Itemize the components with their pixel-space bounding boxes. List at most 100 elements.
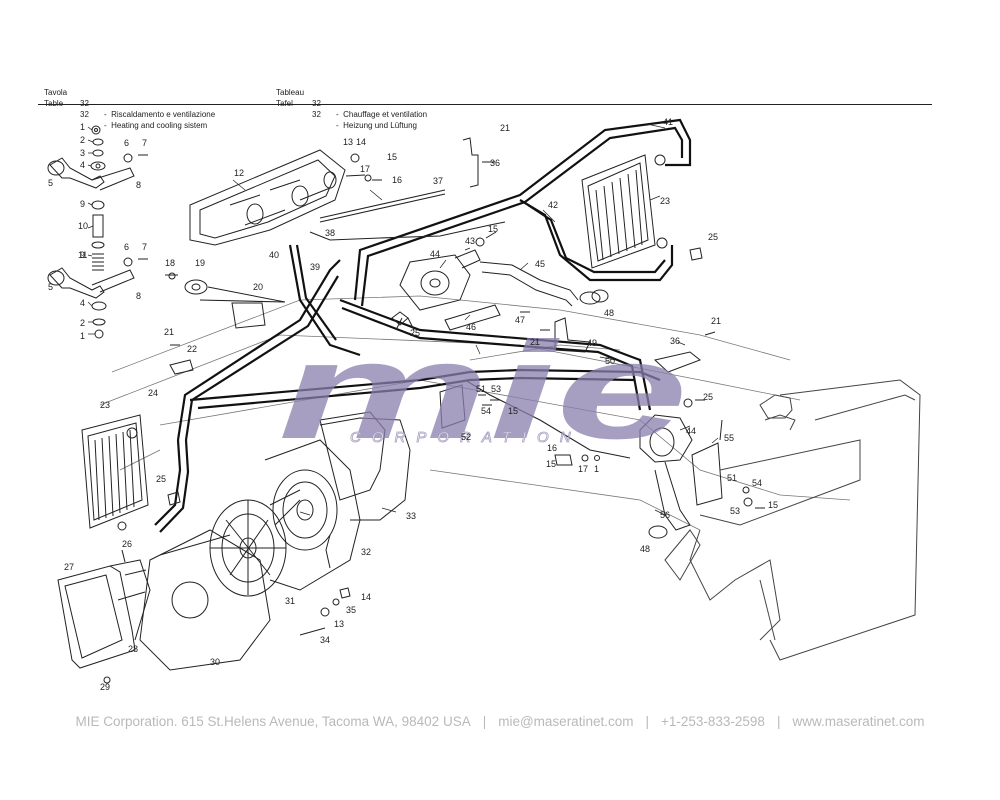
part-number-label: 20 [253,282,263,292]
header-num: 32 [80,110,89,119]
header-title: - Riscaldamento e ventilazione [104,110,216,119]
part-number-label: 26 [122,539,132,549]
part-number-label: 23 [100,400,110,410]
part-number-label: 5 [48,178,53,188]
header-num: 32 [312,110,321,119]
fasteners [299,587,351,636]
blower-cable [325,534,331,569]
watermark: mie CORPORATION [278,314,688,468]
part-number-label: 32 [361,547,371,557]
part-number-label: 47 [515,315,525,325]
header-num: 32 [312,98,321,109]
part-number-label: 14 [361,592,371,602]
part-number-label: 48 [604,308,614,318]
part-number-label: 25 [708,232,718,242]
part-number-label: 36 [490,158,500,168]
part-number-label: 4 [80,160,85,170]
part-number-label: 45 [535,259,545,269]
part-number-label: 54 [481,406,491,416]
part-number-label: 6 [124,138,129,148]
part-number-label: 38 [325,228,335,238]
part-number-label: 21 [164,327,174,337]
footer-separator: | [482,714,487,729]
part-number-label: 56 [660,510,670,520]
part-number-label: 21 [711,316,721,326]
header-num: 32 [80,98,89,109]
part-number-label: 28 [128,644,138,654]
part-number-label: 44 [686,426,696,436]
part-number-label: 34 [320,635,330,645]
header-right: Tableau 32 - Chauffage et ventilation Ta… [276,76,496,130]
leader-lines [87,123,719,516]
part-number-label: 16 [547,443,557,453]
bracket [462,137,716,373]
hose-clamp [395,289,668,539]
part-number-label: 46 [466,322,476,332]
header-row-fr: Tableau 32 - Chauffage et ventilation [276,76,496,119]
part-number-label: 19 [195,258,205,268]
footer-separator: | [645,714,649,729]
footer-website-link[interactable]: www.maseratinet.com [792,714,925,729]
flap-valve [439,384,600,466]
part-number-label: 3 [80,148,85,158]
part-number-label: 15 [508,406,518,416]
part-number-label: 12 [234,168,244,178]
footer-phone: +1-253-833-2598 [660,714,765,729]
part-number-label: 2 [80,135,85,145]
part-number-label: 31 [285,596,295,606]
part-number-label: 1 [594,464,599,474]
part-number-label: 50 [605,356,615,366]
part-number-label: 15 [768,500,778,510]
control-cables [199,189,631,459]
header-title: - Heating and cooling sistem [104,121,208,130]
heater-core-right [581,154,703,269]
heater-core-left [81,414,181,531]
header-row-en: Table 32 - Heating and cooling sistem [44,87,264,130]
part-number-label: 41 [663,117,673,127]
part-number-label: 25 [703,392,713,402]
part-number-label: 9 [80,199,85,209]
air-duct [57,549,151,684]
part-number-label: 9 [80,250,85,260]
header-title: - Chauffage et ventilation [336,110,428,119]
part-number-label: 15 [387,152,397,162]
heater-pipes [154,118,692,533]
part-number-label: 25 [156,474,166,484]
part-number-label: 18 [165,258,175,268]
lever-assembly-top [47,125,148,271]
part-number-label: 23 [660,196,670,206]
part-number-label: 27 [64,562,74,572]
part-number-label: 15 [488,224,498,234]
part-number-label: 7 [142,138,147,148]
header-lang: Tableau [276,88,305,97]
footer-email-link[interactable]: mie@maseratinet.com [498,714,634,729]
part-number-label: 22 [187,344,197,354]
part-number-label: 16 [392,175,402,185]
part-number-label: 51 [476,384,486,394]
part-number-label: 37 [433,176,443,186]
part-number-label: 10 [78,221,88,231]
part-number-label: 51 [727,473,737,483]
part-number-label: 15 [546,459,556,469]
part-number-label: 48 [640,544,650,554]
part-number-label: 1 [80,122,85,132]
header-row-de: Tafel 32 - Heizung und Lüftung [276,87,496,130]
control-unit [189,149,382,246]
knob-rod [165,272,286,329]
part-number-label: 25 [410,328,420,338]
header-lang: Table [44,98,63,109]
part-number-label: 21 [500,123,510,133]
part-number-label: 35 [346,605,356,615]
part-number-label: 36 [670,336,680,346]
part-number-label: 8 [136,180,141,190]
part-number-label: 39 [310,262,320,272]
header-row-it: Tavola 32 - Riscaldamento e ventilazione [44,76,264,119]
part-number-label: 53 [730,506,740,516]
part-number-label: 13 [334,619,344,629]
footer-separator: | [776,714,781,729]
part-number-label: 53 [491,384,501,394]
part-number-label: 2 [80,318,85,328]
part-number-label: 24 [148,388,158,398]
